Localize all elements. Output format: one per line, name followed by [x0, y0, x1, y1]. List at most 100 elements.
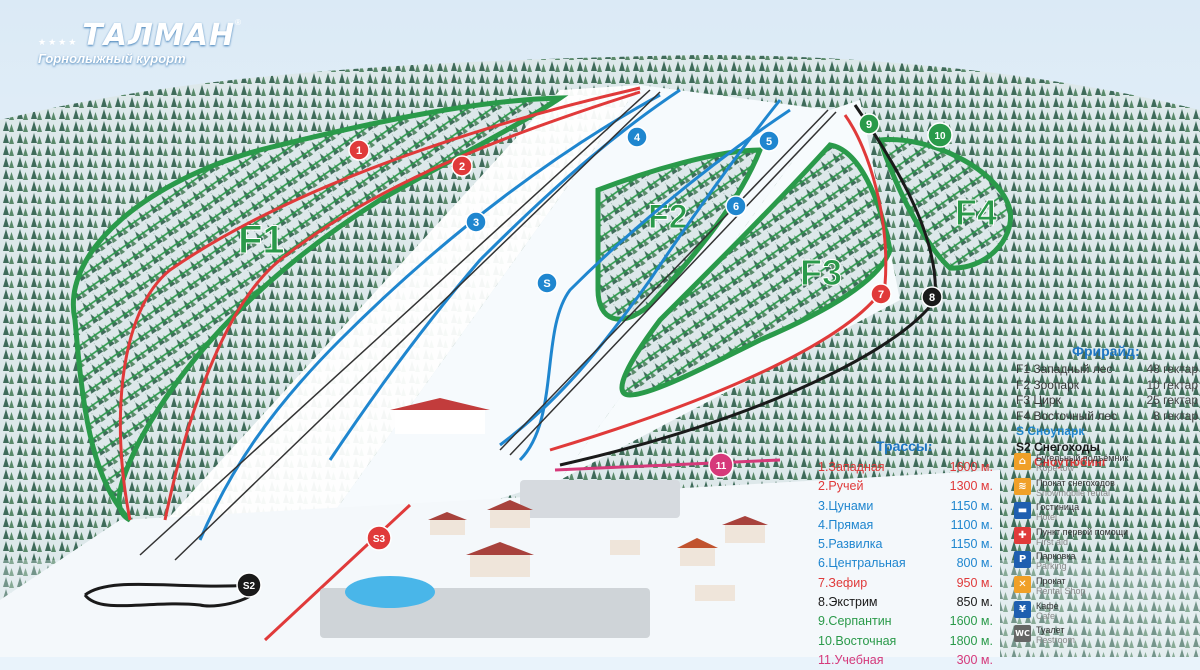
- trail-name: 7.Зефир: [818, 575, 868, 590]
- special-zone-item: S2 Снегоходы: [1016, 439, 1100, 454]
- trail-row[interactable]: 7.Зефир 950 м.: [818, 574, 993, 593]
- ski-slope-clearing: [130, 85, 640, 560]
- trail-marker-1[interactable]: 1: [348, 139, 370, 161]
- trail-1-line[interactable]: [118, 86, 641, 521]
- trail-2-line[interactable]: [163, 90, 641, 521]
- legend-label-en: Parking: [1036, 561, 1067, 572]
- trail-marker-label: 8: [929, 292, 935, 304]
- trail-marker-label: 10: [934, 131, 946, 142]
- legend-label: Гостиница: [1036, 502, 1080, 513]
- trail-length: 1300 м.: [949, 479, 993, 494]
- trail-length: 1150 м.: [950, 498, 993, 513]
- freeride-zone-name: F2 Зоопарк: [1016, 377, 1080, 392]
- first-aid-icon: ✚: [1014, 526, 1031, 544]
- trail-marker-4[interactable]: 4: [626, 126, 648, 148]
- trail-11-line[interactable]: [554, 458, 781, 472]
- trail-length: 1100 м.: [950, 517, 993, 532]
- trail-marker-8[interactable]: 8: [921, 286, 943, 308]
- legend-label-en: Hotel: [1036, 512, 1058, 523]
- trail-marker-7[interactable]: 7: [870, 283, 892, 305]
- trail-marker-label: 7: [878, 289, 884, 301]
- resort-logo[interactable]: ★★★★ТАЛМАН® Горнолыжный курорт: [38, 18, 241, 66]
- legend-label: Парковка: [1036, 551, 1076, 562]
- trail-length: 1800 м.: [949, 633, 993, 648]
- trail-marker-s[interactable]: S: [536, 272, 558, 294]
- zone-label-f3: F3: [800, 252, 842, 293]
- trail-length: 950 м.: [956, 575, 993, 590]
- trail-marker-s2[interactable]: S2: [236, 572, 262, 598]
- trail-6-line[interactable]: [499, 99, 782, 447]
- trail-name: 8.Экстрим: [818, 595, 878, 610]
- trail-marker-label: 5: [766, 136, 772, 148]
- freeride-zone-name: F4 Восточный лес: [1016, 408, 1118, 423]
- legend-label-en: Cafe: [1036, 610, 1056, 621]
- trail-name: 6.Центральная: [818, 556, 906, 571]
- trail-marker-3[interactable]: 3: [465, 211, 487, 233]
- trail-length: 300 м.: [956, 652, 993, 667]
- trail-4-line[interactable]: [328, 88, 681, 461]
- trail-s2-line[interactable]: [83, 582, 256, 608]
- trail-8-line[interactable]: [559, 104, 937, 467]
- trail-length: 1600 м.: [949, 614, 993, 629]
- freeride-title: Фрирайд:: [1072, 343, 1140, 359]
- logo-registered: ®: [235, 18, 241, 27]
- trail-marker-9[interactable]: 9: [858, 113, 880, 135]
- legend-label-en: Rental Shop: [1036, 585, 1086, 596]
- pond: [345, 576, 435, 608]
- lift-line-1: [139, 89, 651, 556]
- legend-label: Туалет: [1036, 625, 1065, 636]
- trail-marker-2[interactable]: 2: [451, 155, 473, 177]
- trail-marker-5[interactable]: 5: [758, 130, 780, 152]
- trail-marker-label: 11: [716, 461, 727, 472]
- lift-line-2: [174, 91, 661, 561]
- zone-f3-area[interactable]: [619, 142, 893, 398]
- legend-label: Кафе: [1036, 600, 1059, 611]
- trail-marker-11[interactable]: 11: [708, 452, 734, 478]
- trail-marker-6[interactable]: 6: [725, 195, 747, 217]
- trail-marker-s3[interactable]: S3: [366, 525, 392, 551]
- hotel-building: [390, 398, 490, 434]
- logo-subtitle: Горнолыжный курорт: [38, 51, 186, 66]
- trail-marker-10[interactable]: 10: [927, 122, 953, 148]
- trails-title: Трассы:: [876, 438, 933, 454]
- zone-label-f4: F4: [955, 192, 997, 233]
- zone-label-f2: F2: [648, 198, 688, 236]
- trail-marker-label: 4: [634, 132, 641, 144]
- rope-tow-icon: ⌂: [1014, 453, 1031, 470]
- legend-label: Пункт первой помощи: [1036, 526, 1129, 537]
- zone-label-f1: F1: [238, 218, 285, 262]
- zone-f4-area[interactable]: [876, 137, 1014, 271]
- trail-marker-label: S2: [243, 581, 256, 592]
- trail-marker-label: 6: [733, 201, 739, 213]
- trail-marker-label: 9: [866, 119, 872, 131]
- freeride-zone-area: 48 гектар: [1146, 362, 1198, 376]
- special-zone-item: S3 Сноутюбинг: [1016, 455, 1107, 469]
- lift-line-4: [509, 111, 837, 456]
